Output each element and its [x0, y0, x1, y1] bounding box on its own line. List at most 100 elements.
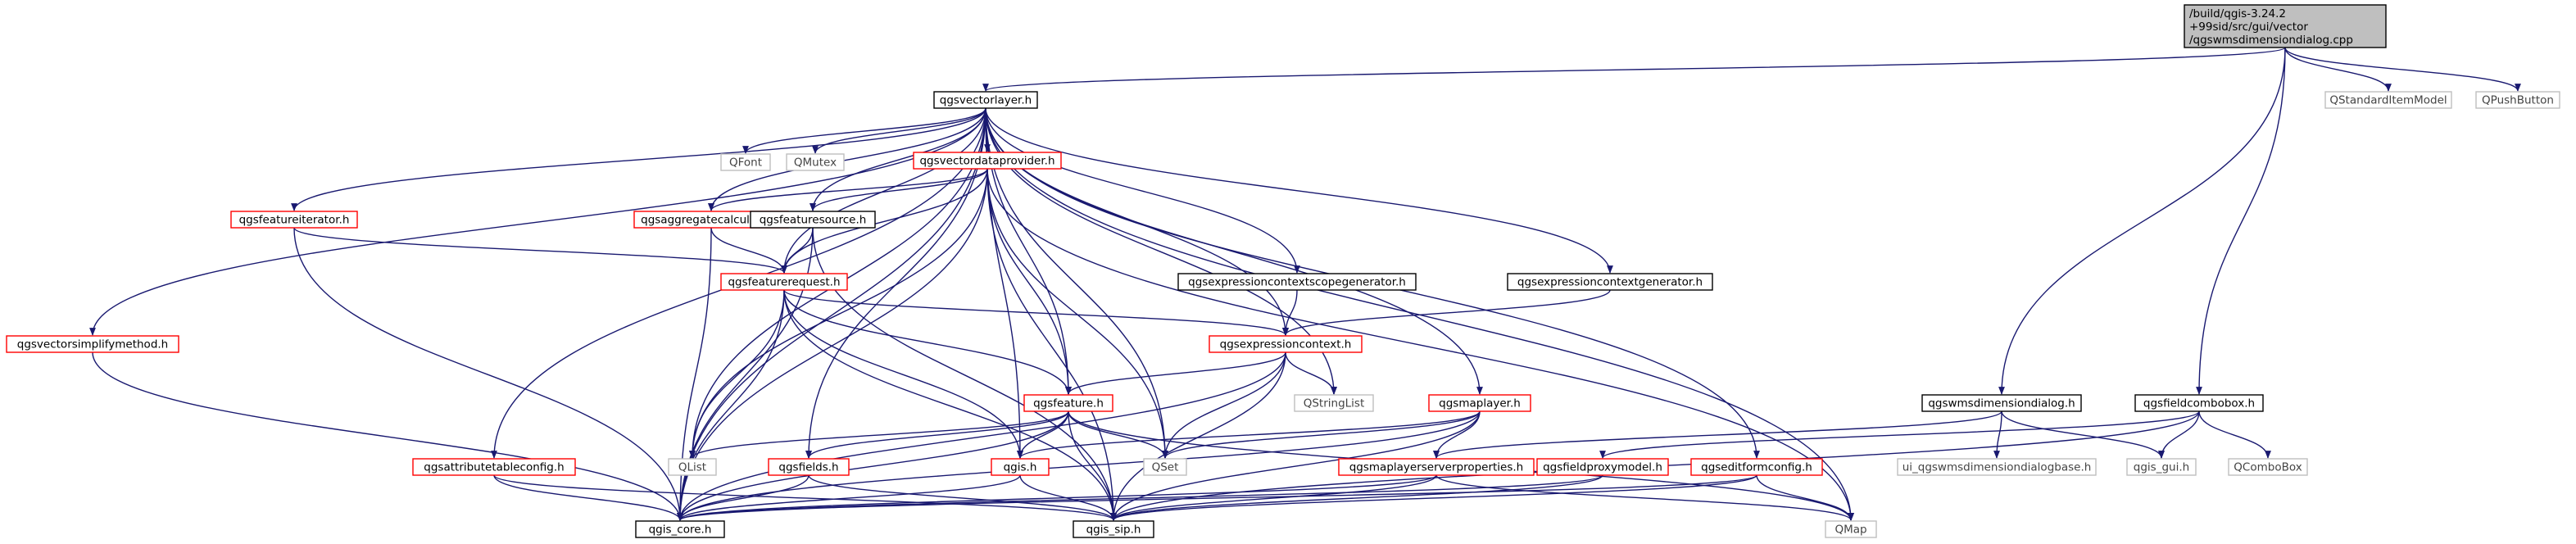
node-qset: QSet [1143, 458, 1187, 476]
edge-qgsmaplayerserverproperties-to-qmap [1435, 474, 1854, 521]
node-qgsexpressioncontext[interactable]: qgsexpressioncontext.h [1209, 335, 1363, 353]
edge-qgsfields-to-qgis_sip [808, 474, 1117, 521]
edge-qgswmsdimensiondialog-to-ui_qgswmsdimensiondialogbase [1993, 410, 2002, 459]
node-qgsfeature-box [1023, 394, 1113, 412]
node-qgsaggregatecalculator[interactable]: qgsaggregatecalculator.h [633, 211, 789, 229]
node-qfont-box [720, 153, 771, 171]
node-qgsvectorsimplifymethod[interactable]: qgsvectorsimplifymethod.h [6, 335, 179, 353]
edge-qgsvectorlayer-to-qgsexpressioncontextscopegenerator [985, 107, 1300, 274]
node-ui_qgswmsdimensiondialogbase-box [1897, 458, 2097, 476]
node-qgsfeaturerequest-label: qgsfeaturerequest.h [728, 276, 840, 289]
edge-qgsfeature-to-qgis_sip [1068, 410, 1117, 521]
node-qgsfieldcombobox[interactable]: qgsfieldcombobox.h [2134, 394, 2264, 412]
edge-qgseditformconfig-to-qmap [1756, 474, 1854, 521]
node-qfont: QFont [720, 153, 771, 171]
node-qlist-box [668, 458, 717, 476]
edge-qgsfeaturerequest-to-qlist [689, 289, 785, 459]
node-qgis[interactable]: qgis.h [991, 458, 1050, 476]
node-qgsexpressioncontextgenerator-label: qgsexpressioncontextgenerator.h [1517, 276, 1703, 289]
node-qfont-label: QFont [729, 156, 762, 170]
edge-root-to-qstandarditemmodel [2284, 47, 2392, 92]
node-qgswmsdimensiondialog-label: qgswmsdimensiondialog.h [1928, 397, 2075, 410]
node-qpushbutton-label: QPushButton [2482, 94, 2554, 107]
node-qgsfields[interactable]: qgsfields.h [768, 458, 850, 476]
node-qgseditformconfig[interactable]: qgseditformconfig.h [1690, 458, 1823, 476]
edge-qgsmaplayer-to-qgis_core [677, 410, 1481, 521]
edge-qgsvectorlayer-to-qgsaggregatecalculator [708, 107, 986, 211]
edge-qgsfeature-to-qset [1068, 410, 1168, 459]
edge-qgsexpressioncontext-to-qstringlist [1285, 351, 1337, 395]
node-qgsfieldproxymodel-label: qgsfieldproxymodel.h [1543, 461, 1662, 474]
edge-qgsexpressioncontextgenerator-to-qgsexpressioncontext [1282, 289, 1611, 336]
node-ui_qgswmsdimensiondialogbase: ui_qgswmsdimensiondialogbase.h [1897, 458, 2097, 476]
node-qgsfieldcombobox-label: qgsfieldcombobox.h [2143, 397, 2255, 410]
edge-qgsattributetableconfig-to-qgis_sip [493, 474, 1117, 521]
edge-qgsvectorlayer-to-qgsfields [805, 107, 986, 459]
node-qgsexpressioncontextgenerator-box [1507, 273, 1713, 291]
node-qmap: QMap [1825, 520, 1877, 538]
edge-qgsexpressioncontext-to-qgis_core [677, 351, 1286, 521]
node-qgsmaplayer[interactable]: qgsmaplayer.h [1428, 394, 1531, 412]
edge-qgsvectordataprovider-to-qgsfeaturesource [810, 168, 988, 211]
edge-qgsexpressioncontext-to-qgsfeature [1065, 351, 1286, 395]
node-qgsvectordataprovider-label: qgsvectordataprovider.h [919, 155, 1054, 168]
edge-qgsaggregatecalculator-to-qgsfeaturerequest [710, 227, 787, 274]
node-qpushbutton: QPushButton [2475, 91, 2560, 109]
node-qgsexpressioncontextscopegenerator[interactable]: qgsexpressioncontextscopegenerator.h [1177, 273, 1417, 291]
node-qgsfields-label: qgsfields.h [778, 461, 838, 474]
edge-qgsvectordataprovider-to-qlist [689, 168, 988, 459]
edge-qgsmaplayerserverproperties-to-qgis_sip [1110, 474, 1437, 521]
node-qgis-label: qgis.h [1004, 461, 1037, 474]
node-ui_qgswmsdimensiondialogbase-label: ui_qgswmsdimensiondialogbase.h [1903, 461, 2092, 474]
node-qmutex: QMutex [786, 153, 845, 171]
root-label-line-3: /qgswmsdimensiondialog.cpp [2189, 34, 2353, 47]
node-qstandarditemmodel: QStandardItemModel [2324, 91, 2452, 109]
edge-qgsfieldproxymodel-to-qgis_sip [1110, 474, 1603, 521]
node-qgsvectorsimplifymethod-label: qgsvectorsimplifymethod.h [17, 338, 169, 351]
node-qgsfeaturesource-box [750, 211, 876, 229]
node-qgsvectordataprovider-box [913, 152, 1062, 170]
edge-qgsexpressioncontextscopegenerator-to-qgsexpressioncontext [1282, 289, 1298, 336]
node-qgis_sip-label: qgis_sip.h [1086, 524, 1141, 537]
node-qgsmaplayer-box [1428, 394, 1531, 412]
node-qgsvectordataprovider[interactable]: qgsvectordataprovider.h [913, 152, 1062, 170]
node-qmap-box [1825, 520, 1877, 538]
edge-qgsvectorlayer-to-qset [985, 107, 1168, 459]
node-qgsfieldproxymodel[interactable]: qgsfieldproxymodel.h [1536, 458, 1669, 476]
node-qgsfeaturesource[interactable]: qgsfeaturesource.h [750, 211, 876, 229]
node-qgis_core[interactable]: qgis_core.h [635, 520, 725, 538]
edge-qgsvectorlayer-to-qgsfeatureiterator [291, 107, 986, 211]
node-qgis_core-label: qgis_core.h [649, 524, 712, 537]
node-qgsmaplayerserverproperties[interactable]: qgsmaplayerserverproperties.h [1338, 458, 1535, 476]
node-qgsattributetableconfig[interactable]: qgsattributetableconfig.h [412, 458, 576, 476]
edge-qgsfeaturerequest-to-qgsfeature [783, 289, 1072, 395]
node-qgsfeature[interactable]: qgsfeature.h [1023, 394, 1113, 412]
node-qgsvectorlayer-box [933, 91, 1038, 109]
node-qgsfeatureiterator[interactable]: qgsfeatureiterator.h [230, 211, 358, 229]
node-qgswmsdimensiondialog[interactable]: qgswmsdimensiondialog.h [1921, 394, 2082, 412]
edge-qgsvectordataprovider-to-qgis_sip [986, 168, 1117, 521]
node-qmap-label: QMap [1834, 524, 1866, 537]
node-qgsmaplayerserverproperties-label: qgsmaplayerserverproperties.h [1349, 461, 1524, 474]
node-qgsvectorlayer[interactable]: qgsvectorlayer.h [933, 91, 1038, 109]
edge-qgsfeature-to-qlist [689, 410, 1069, 459]
node-qgsfeaturerequest[interactable]: qgsfeaturerequest.h [720, 273, 848, 291]
edge-root-to-qgsfieldcombobox [2196, 47, 2286, 395]
node-qgseditformconfig-box [1690, 458, 1823, 476]
edge-qgseditformconfig-to-qgis_core [677, 474, 1757, 521]
node-qgsfields-box [768, 458, 850, 476]
edge-qgis-to-qgis_core [677, 474, 1021, 521]
edge-root-to-qgswmsdimensiondialog [1998, 47, 2286, 395]
edge-qgsvectorlayer-to-qgsfeaturerequest [781, 107, 986, 274]
edge-qgsvectorlayer-to-qgis_core [677, 107, 986, 521]
node-qgis_sip[interactable]: qgis_sip.h [1073, 520, 1154, 538]
node-qgsattributetableconfig-label: qgsattributetableconfig.h [424, 461, 564, 474]
node-qcombobox-box [2228, 458, 2308, 476]
node-qgsexpressioncontextgenerator[interactable]: qgsexpressioncontextgenerator.h [1507, 273, 1713, 291]
node-root-box [2184, 4, 2387, 48]
edge-qgsattributetableconfig-to-qgis_core [493, 474, 683, 521]
edge-qgsvectorsimplifymethod-to-qgis_core [92, 351, 683, 521]
edge-root-to-qpushbutton [2284, 47, 2521, 92]
node-qgsexpressioncontextscopegenerator-box [1177, 273, 1417, 291]
dependency-nodes: /build/qgis-3.24.2+99sid/src/gui/vector/… [6, 4, 2560, 538]
